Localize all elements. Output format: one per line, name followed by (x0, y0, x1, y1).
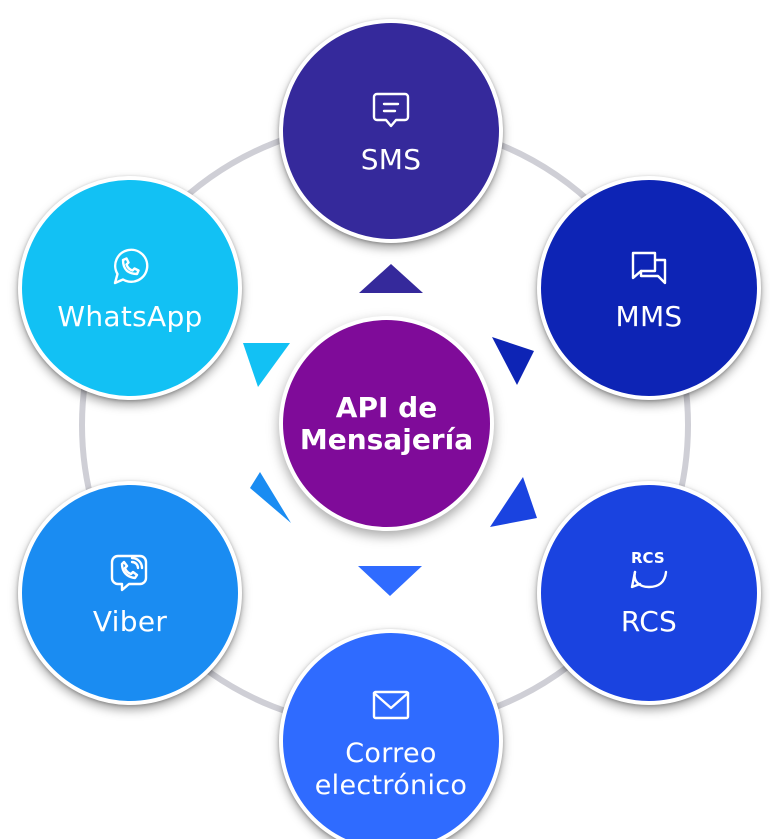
channel-viber[interactable]: Viber (18, 481, 242, 705)
channel-viber-label: Viber (92, 605, 168, 638)
channel-rcs-label: RCS (620, 605, 678, 638)
rcs-badge: RCS (631, 549, 665, 567)
envelope-icon (366, 680, 416, 730)
chat-bubbles-icon (624, 242, 674, 292)
channel-mms[interactable]: MMS (537, 176, 761, 400)
channel-email-label: Correo electrónico (314, 738, 468, 801)
hub-title: API de Mensajería (299, 390, 474, 456)
channel-sms-label: SMS (360, 143, 422, 176)
channel-whatsapp-label: WhatsApp (57, 300, 203, 333)
rcs-bubble-icon: RCS (624, 547, 674, 597)
channel-sms[interactable]: SMS (279, 19, 503, 243)
messaging-api-hub[interactable]: API de Mensajería (279, 316, 494, 531)
channel-whatsapp[interactable]: WhatsApp (18, 176, 242, 400)
channel-rcs[interactable]: RCS RCS (537, 481, 761, 705)
channel-email[interactable]: Correo electrónico (279, 629, 503, 839)
viber-icon (105, 547, 155, 597)
message-square-icon (366, 85, 416, 135)
channel-mms-label: MMS (615, 300, 683, 333)
whatsapp-icon (105, 242, 155, 292)
